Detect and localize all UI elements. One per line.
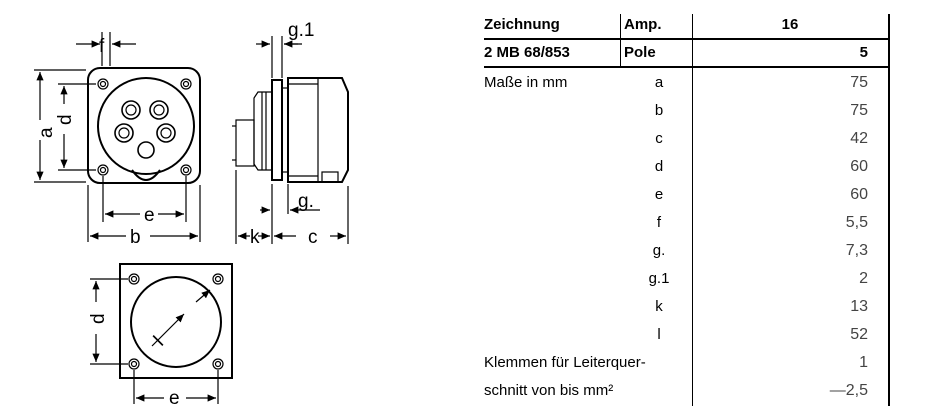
klemmen-row-2: schnitt von bis mm² —2,5 [484, 378, 890, 406]
header-amp: Amp. [624, 16, 662, 33]
dim-key: g.1 [648, 270, 670, 287]
col-divider-2 [692, 14, 693, 406]
label-d-bottom: d [88, 313, 109, 324]
dim-row-f: f 5,5 [484, 210, 890, 238]
spec-table: Zeichnung Amp. 16 2 MB 68/853 Pole 5 Maß… [484, 12, 890, 410]
drawing-number: 2 MB 68/853 [484, 44, 570, 61]
header-row: Zeichnung Amp. 16 [484, 12, 890, 40]
dim-row-k: k 13 [484, 294, 890, 322]
dim-value: 7,3 [845, 242, 868, 259]
dim-key: d [654, 158, 664, 175]
header-amp-value: 16 [781, 16, 799, 33]
header-pole: Pole [624, 44, 656, 61]
dim-value: 52 [850, 326, 868, 343]
dim-key: b [654, 102, 664, 119]
label-d-front: d [55, 114, 76, 125]
dim-key: k [655, 298, 663, 315]
dim-row-l: l 52 [484, 322, 890, 350]
header-rule [484, 38, 890, 40]
dim-row-g1: g.1 2 [484, 266, 890, 294]
drawing-svg: f g.1 a d e b g. k c d l e [34, 20, 349, 409]
header-zeichnung: Zeichnung [484, 16, 560, 33]
front-flange [87, 67, 201, 184]
dim-value: 2 [859, 270, 868, 287]
dim-row-c: c 42 [484, 126, 890, 154]
dim-key: l [657, 326, 661, 343]
subheader-rule [484, 66, 890, 68]
technical-drawing: f g.1 a d e b g. k c d l e [0, 0, 460, 420]
cutout-rect [119, 263, 233, 379]
dim-key: f [656, 214, 662, 231]
label-f: f [99, 36, 105, 57]
klemmen-label-line2: schnitt von bis mm² [484, 382, 614, 399]
label-l: l [150, 333, 168, 351]
label-k: k [250, 227, 260, 248]
label-e-front: e [144, 205, 155, 226]
label-e-bottom: e [169, 388, 180, 409]
dims-label: Maße in mm [484, 74, 568, 91]
label-c: c [308, 227, 318, 248]
dim-value: 42 [850, 130, 868, 147]
klemmen-value-2: —2,5 [829, 382, 868, 399]
label-b: b [130, 227, 141, 248]
dim-key: a [654, 74, 664, 91]
label-g1: g.1 [288, 20, 314, 41]
dim-key: g. [652, 242, 666, 259]
dim-value: 13 [850, 298, 868, 315]
dim-row-b: b 75 [484, 98, 890, 126]
dim-value: 75 [850, 74, 868, 91]
dim-row-e: e 60 [484, 182, 890, 210]
dim-key: c [655, 130, 663, 147]
right-border [888, 14, 890, 406]
dim-value: 75 [850, 102, 868, 119]
dim-value: 60 [850, 158, 868, 175]
pole-value: 5 [859, 44, 868, 61]
klemmen-value-1: 1 [859, 354, 868, 371]
subheader-row: 2 MB 68/853 Pole 5 [484, 40, 890, 68]
klemmen-row-1: Klemmen für Leiterquer- 1 [484, 350, 890, 378]
dim-value: 5,5 [845, 214, 868, 231]
label-a: a [36, 127, 57, 138]
label-g: g. [298, 191, 314, 212]
klemmen-label-line1: Klemmen für Leiterquer- [484, 354, 646, 371]
side-flange [271, 79, 283, 181]
col-divider-1 [620, 14, 621, 68]
dim-row-g: g. 7,3 [484, 238, 890, 266]
dim-value: 60 [850, 186, 868, 203]
dim-row-a: Maße in mm a 75 [484, 70, 890, 98]
dim-row-d: d 60 [484, 154, 890, 182]
dim-key: e [654, 186, 664, 203]
